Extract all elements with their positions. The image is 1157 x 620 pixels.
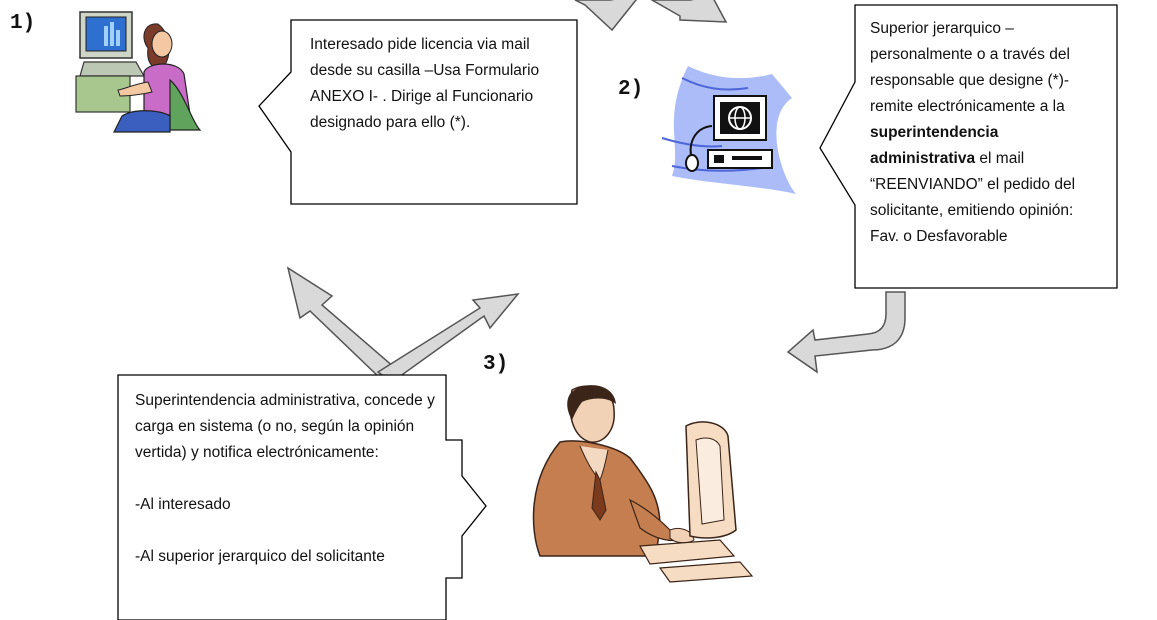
man-at-computer-icon xyxy=(532,385,754,583)
step3-item-interesado: -Al interesado xyxy=(135,496,231,513)
woman-at-computer-icon xyxy=(75,11,202,133)
step3-intro: Superintendencia administrativa, concede… xyxy=(135,392,435,461)
step2-text-a: Superior jerarquico – personalmente o a … xyxy=(870,20,1070,115)
step-number-2: 2) xyxy=(618,78,644,101)
step-number-3: 3) xyxy=(483,353,509,376)
step1-description: Interesado pide licencia via mail desde … xyxy=(310,32,572,136)
curved-arrow-to-step3 xyxy=(786,291,906,374)
step-number-1: 1) xyxy=(10,12,36,35)
callout-box-1 xyxy=(258,19,578,205)
top-arrow-left xyxy=(574,0,637,32)
step2-text: Superior jerarquico – personalmente o a … xyxy=(870,16,1102,250)
arrow-to-step1 xyxy=(286,266,397,379)
arrow-to-step2 xyxy=(376,293,520,383)
step3-item-superior: -Al superior jerarquico del solicitante xyxy=(135,548,385,565)
network-computer-icon xyxy=(661,66,796,194)
step1-text: Interesado pide licencia via mail desde … xyxy=(310,36,540,131)
callout-box-3 xyxy=(117,374,487,620)
top-arrow-right xyxy=(650,0,728,23)
step2-bold-text: superintendencia administrativa xyxy=(870,124,999,167)
callout-box-2 xyxy=(819,4,1118,289)
step2-text-b: el mail “REENVIANDO” el pedido del solic… xyxy=(870,150,1076,245)
step2-description: Superior jerarquico – personalmente o a … xyxy=(870,16,1102,284)
step3-description: Superintendencia administrativa, concede… xyxy=(135,388,435,570)
